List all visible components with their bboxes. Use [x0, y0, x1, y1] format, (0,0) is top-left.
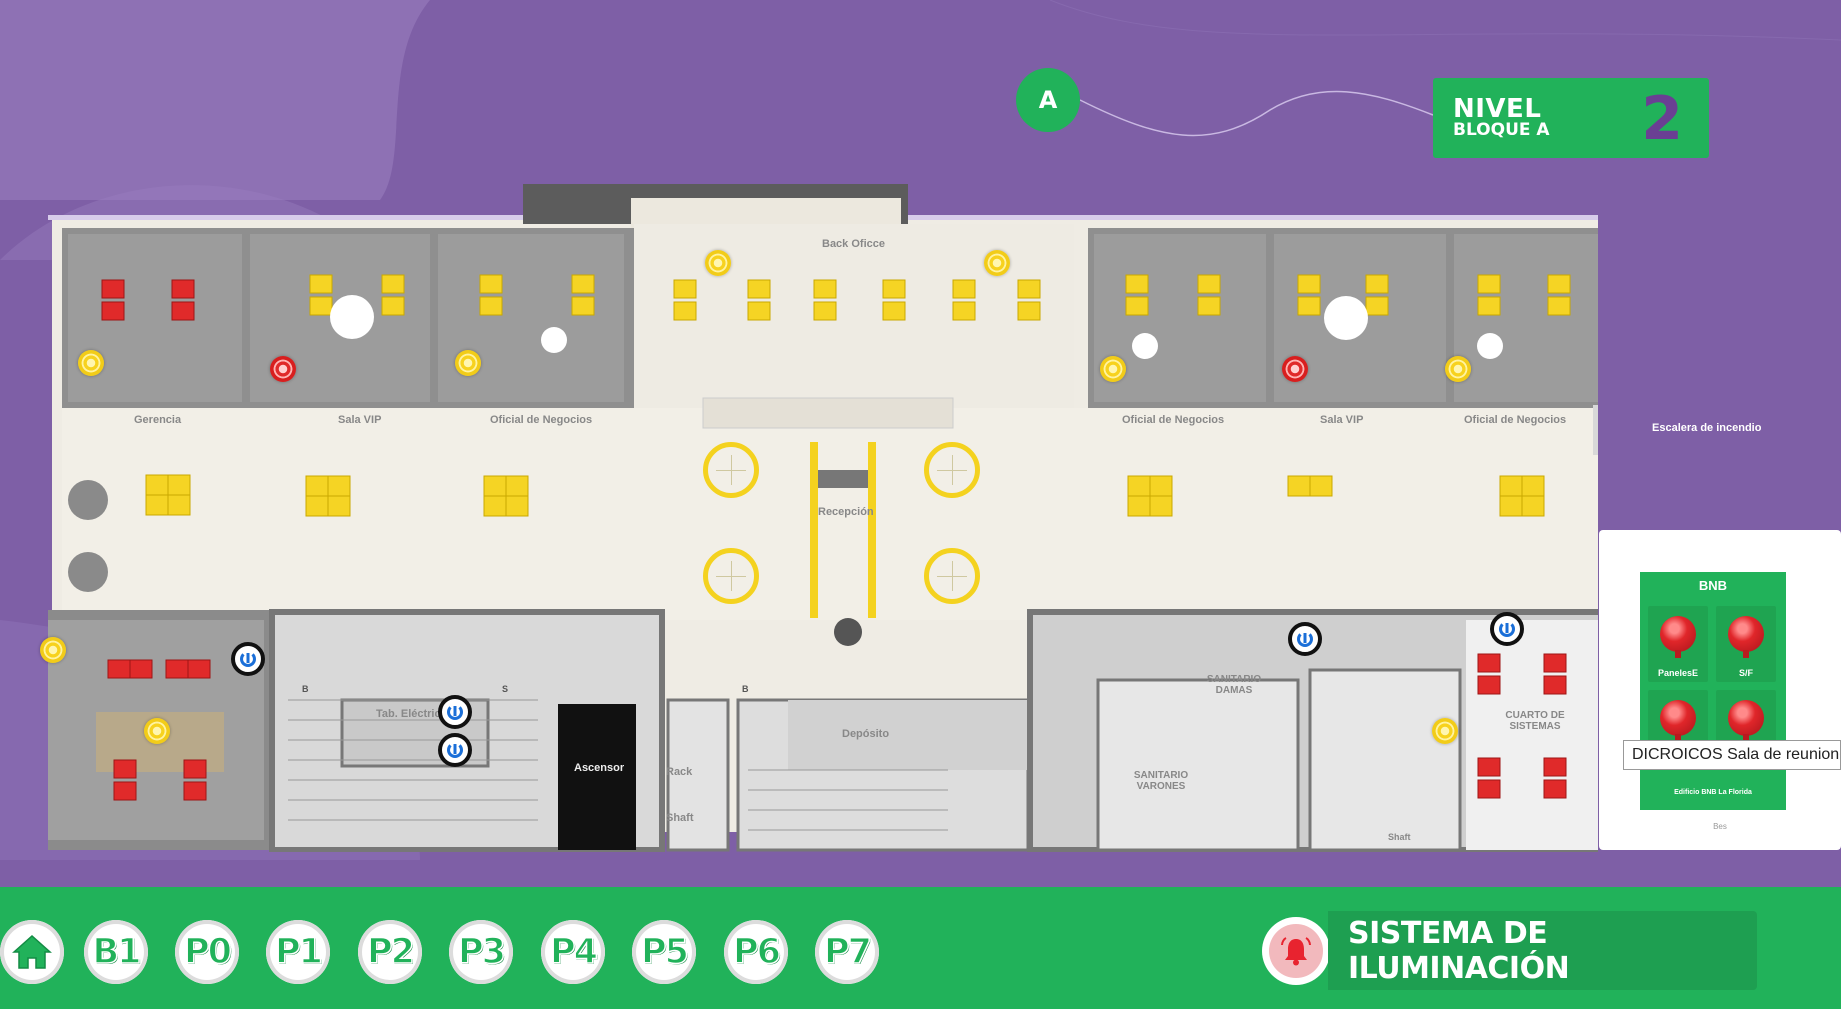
- room-label-oficial-negocios-2: Oficial de Negocios: [1122, 414, 1225, 426]
- power-switch-icon[interactable]: [231, 642, 265, 676]
- panel-footer: Edificio BNB La Florida: [1674, 789, 1752, 796]
- light-bulb-icon[interactable]: [144, 718, 170, 744]
- panel-caption: Bes: [1713, 822, 1727, 831]
- floor-button-p2[interactable]: P2: [358, 920, 422, 984]
- floor-button-label: P3: [457, 931, 507, 973]
- red-switch-icon: [1728, 616, 1764, 652]
- lighting-control-panel: BNB PanelesE S/F Edificio BNB La Florida…: [1599, 530, 1841, 850]
- panel-title: BNB: [1698, 578, 1728, 593]
- home-icon: [12, 934, 52, 969]
- room-label-shaft: Shaft: [666, 812, 694, 824]
- floor-button-label: P2: [366, 931, 416, 973]
- panel-switch-sf[interactable]: S/F: [1716, 606, 1776, 682]
- room-label-stair-s: S: [502, 684, 509, 694]
- floor-button-label: P0: [183, 931, 233, 973]
- floor-button-p5[interactable]: P5: [632, 920, 696, 984]
- floor-button-label: P4: [549, 931, 599, 973]
- light-bulb-icon[interactable]: [705, 250, 731, 276]
- power-switch-icon[interactable]: [438, 695, 472, 729]
- level-title: NIVEL: [1453, 94, 1542, 124]
- system-title: SISTEMA DE ILUMINACIÓN: [1328, 911, 1757, 990]
- room-label-fire-escape: Escalera de incendio: [1652, 422, 1762, 434]
- room-label-electrical: Tab. Eléctrico: [376, 708, 448, 720]
- ceiling-light-ring-icon[interactable]: [703, 442, 759, 498]
- switch-stem: [1743, 734, 1749, 742]
- light-bulb-icon[interactable]: [1445, 356, 1471, 382]
- panel-switch-label: S/F: [1738, 668, 1753, 678]
- level-subtitle: BLOQUE A: [1453, 120, 1550, 140]
- room-label-oficial-negocios-3: Oficial de Negocios: [1464, 414, 1567, 426]
- floor-button-label: P1: [274, 931, 324, 973]
- panel-switch-paneles[interactable]: PanelesE: [1648, 606, 1708, 682]
- floor-button-p4[interactable]: P4: [541, 920, 605, 984]
- alarm-button-inner: [1269, 924, 1323, 978]
- ceiling-light-ring-icon[interactable]: [924, 442, 980, 498]
- room-label-systems-room: CUARTO DE SISTEMAS: [1505, 710, 1565, 732]
- panel-switch-label: PanelesE: [1657, 668, 1699, 678]
- floor-button-label: B1: [92, 931, 143, 973]
- floor-button-label: P7: [823, 931, 873, 973]
- power-switch-icon[interactable]: [1490, 612, 1524, 646]
- room-label-oficial-negocios: Oficial de Negocios: [490, 414, 593, 426]
- room-label-elevator: Ascensor: [574, 762, 625, 774]
- floor-plan: Back Oficce Gerencia Sala VIP Oficial de…: [40, 180, 1761, 852]
- switch-stem: [1675, 650, 1681, 658]
- light-bulb-icon[interactable]: [1282, 356, 1308, 382]
- floor-button-label: P5: [640, 931, 690, 973]
- level-card: NIVEL BLOQUE A 2: [1433, 78, 1709, 158]
- light-bulb-icon[interactable]: [270, 356, 296, 382]
- room-label-reception: Recepción: [818, 506, 874, 518]
- room-label-back-office: Back Oficce: [822, 238, 885, 250]
- room-label-gerencia: Gerencia: [134, 414, 182, 426]
- floor-button-b1[interactable]: B1: [84, 920, 148, 984]
- ceiling-light-ring-icon[interactable]: [703, 548, 759, 604]
- level-number: 2: [1641, 84, 1683, 154]
- light-bulb-icon[interactable]: [1100, 356, 1126, 382]
- room-label-stair-b: B: [302, 684, 309, 694]
- power-switch-icon[interactable]: [1288, 622, 1322, 656]
- block-badge[interactable]: A: [1016, 68, 1080, 132]
- floor-button-p1[interactable]: P1: [266, 920, 330, 984]
- floor-button-p3[interactable]: P3: [449, 920, 513, 984]
- floor-button-label: P6: [732, 931, 782, 973]
- alarm-button[interactable]: [1262, 917, 1330, 985]
- floor-plan-drawing: [48, 184, 1598, 852]
- ceiling-light-ring-icon[interactable]: [924, 548, 980, 604]
- light-bulb-icon[interactable]: [455, 350, 481, 376]
- home-button[interactable]: [0, 920, 64, 984]
- floor-button-p6[interactable]: P6: [724, 920, 788, 984]
- room-label-sala-vip-2: Sala VIP: [1320, 414, 1364, 426]
- floor-button-p0[interactable]: P0: [175, 920, 239, 984]
- floor-button-p7[interactable]: P7: [815, 920, 879, 984]
- room-label-rack: Rack: [666, 766, 693, 778]
- light-bulb-icon[interactable]: [984, 250, 1010, 276]
- red-switch-icon: [1728, 700, 1764, 736]
- red-switch-icon: [1660, 616, 1696, 652]
- switch-stem: [1675, 734, 1681, 742]
- alarm-bell-icon: [1281, 937, 1311, 966]
- room-label-deposito: Depósito: [842, 728, 890, 740]
- room-label-sala-vip: Sala VIP: [338, 414, 382, 426]
- room-label-women-restroom: SANITARIO DAMAS: [1206, 674, 1262, 696]
- panel-board: BNB PanelesE S/F Edificio BNB La Florida: [1640, 572, 1786, 810]
- light-bulb-icon[interactable]: [78, 350, 104, 376]
- room-label-shaft-2: Shaft: [1388, 832, 1411, 842]
- power-switch-icon[interactable]: [438, 733, 472, 767]
- light-bulb-icon[interactable]: [1432, 718, 1458, 744]
- red-switch-icon: [1660, 700, 1696, 736]
- room-label-men-restroom: SANITARIO VARONES: [1133, 770, 1189, 792]
- switch-stem: [1743, 650, 1749, 658]
- light-bulb-icon[interactable]: [40, 637, 66, 663]
- room-label-stair-b-2: B: [742, 684, 749, 694]
- hover-tooltip: DICROICOS Sala de reuniones: [1623, 740, 1841, 770]
